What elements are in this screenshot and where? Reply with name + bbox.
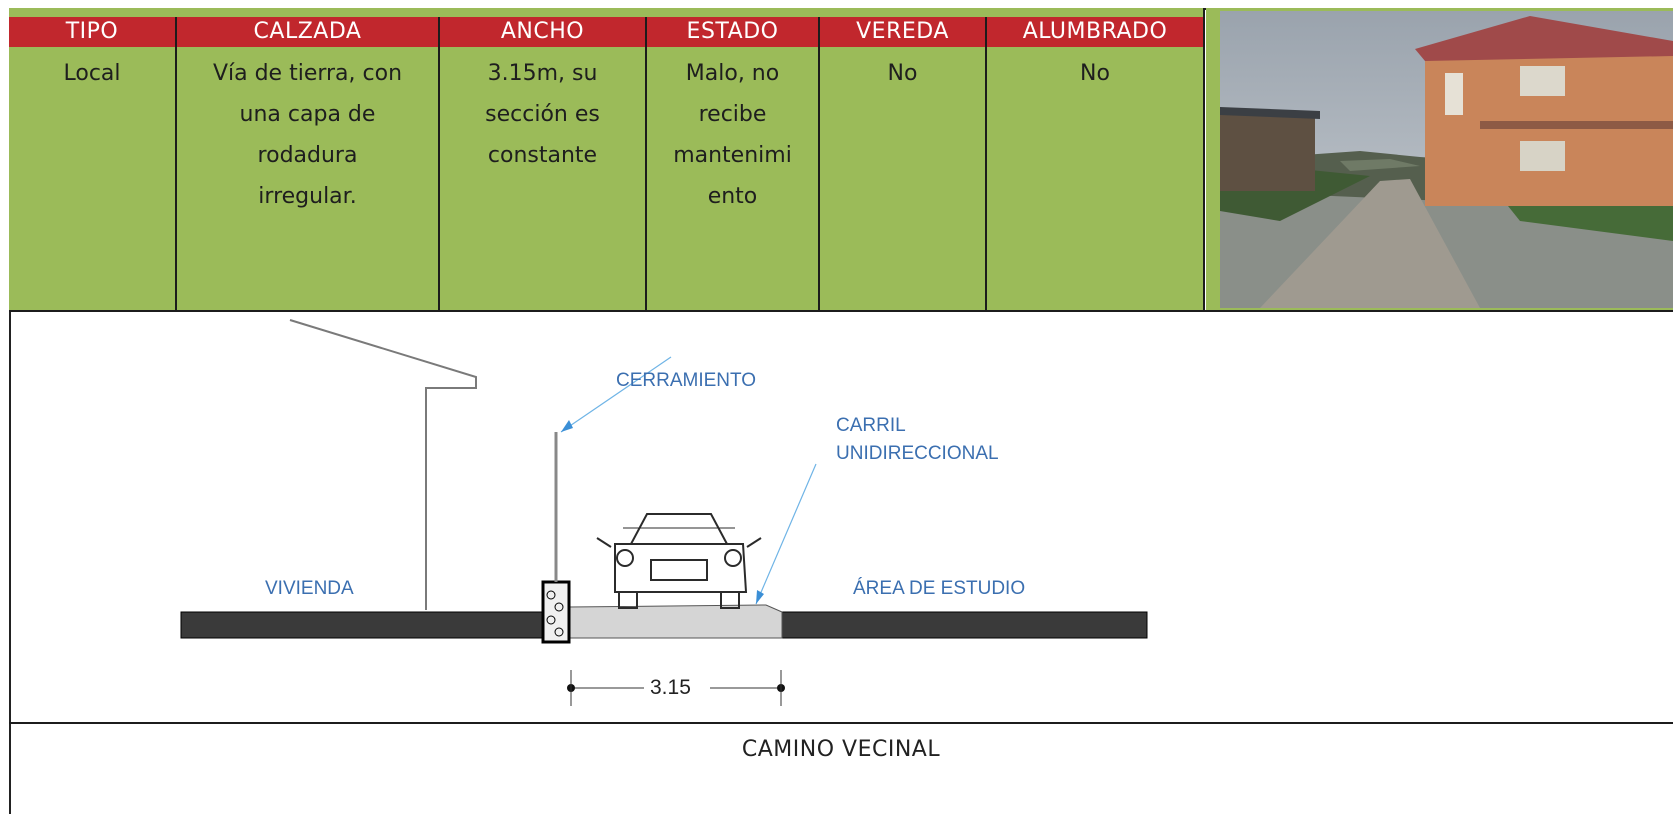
- label-vivienda: VIVIENDA: [265, 578, 354, 599]
- cell-vereda-line: No: [887, 61, 918, 86]
- house-outline: [289, 319, 477, 610]
- street-photo-image: [1220, 11, 1673, 308]
- header-vereda: VEREDA: [820, 17, 987, 47]
- cell-calzada-line: Vía de tierra, con: [212, 61, 403, 86]
- header-calzada: CALZADA: [177, 17, 440, 47]
- footer-title: CAMINO VECINAL: [741, 737, 941, 762]
- fence-base: [541, 580, 571, 644]
- leader-carril: [755, 463, 817, 605]
- label-cerramiento: CERRAMIENTO: [616, 370, 757, 391]
- label-area-estudio: ÁREA DE ESTUDIO: [853, 578, 1026, 599]
- cell-calzada-line: una capa de: [239, 102, 376, 127]
- cell-ancho: 3.15m, su sección es constante: [440, 47, 647, 310]
- cell-tipo-line: Local: [63, 61, 121, 86]
- header-alumbrado: ALUMBRADO: [987, 17, 1205, 47]
- road-lane: [567, 604, 783, 639]
- road-cross-section: [180, 319, 1148, 706]
- cell-ancho-line: constante: [487, 143, 598, 168]
- label-carril-line2: UNIDIRECCIONAL: [836, 443, 999, 464]
- leader-cerramiento: [560, 356, 672, 433]
- table-top-strip: [9, 8, 1205, 17]
- cell-vereda: No: [820, 47, 987, 310]
- cell-estado-line: ento: [707, 184, 758, 209]
- row-divider-top: [9, 310, 1673, 312]
- cell-calzada: Vía de tierra, con una capa de rodadura …: [177, 47, 440, 310]
- header-estado: ESTADO: [647, 17, 820, 47]
- cell-tipo: Local: [9, 47, 177, 310]
- header-ancho: ANCHO: [440, 17, 647, 47]
- cell-calzada-line: rodadura: [257, 143, 358, 168]
- cell-calzada-line: irregular.: [258, 184, 357, 209]
- row-divider-bottom: [9, 722, 1673, 724]
- cell-ancho-line: sección es: [485, 102, 600, 127]
- cell-estado-line: mantenimi: [673, 143, 792, 168]
- cell-alumbrado: No: [987, 47, 1205, 310]
- cell-estado: Malo, no recibe mantenimi ento: [647, 47, 820, 310]
- dimension-value: 3.15: [650, 676, 691, 699]
- cell-alumbrado-line: No: [1080, 61, 1110, 86]
- street-photo: [1206, 8, 1673, 310]
- cell-ancho-line: 3.15m, su: [487, 61, 598, 86]
- car-icon: [596, 513, 762, 609]
- label-carril-line1: CARRIL: [836, 415, 906, 436]
- header-tipo: TIPO: [9, 17, 177, 47]
- ground-left: [180, 611, 549, 639]
- ground-right: [781, 611, 1148, 639]
- cell-estado-line: Malo, no: [685, 61, 780, 86]
- cell-estado-line: recibe: [698, 102, 767, 127]
